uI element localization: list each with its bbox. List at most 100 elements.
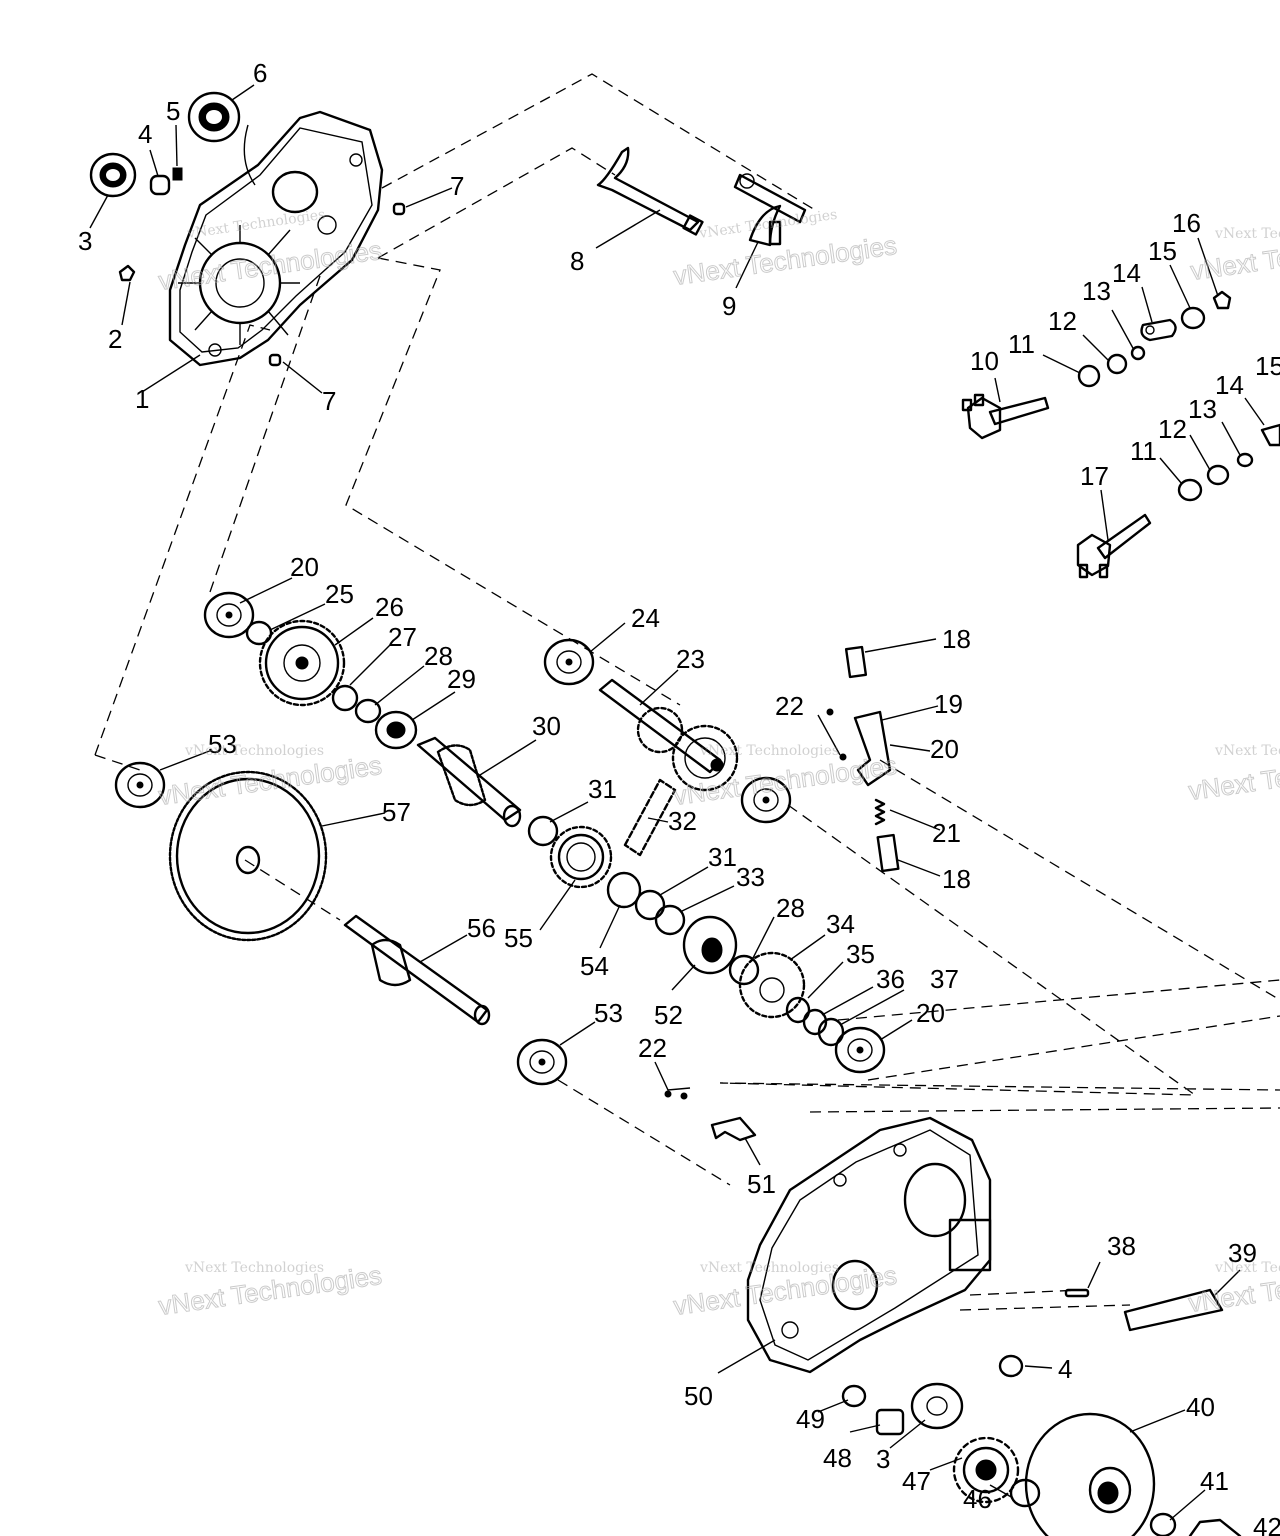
ring-37 [817, 1017, 845, 1047]
dowel-pins-7 [268, 202, 406, 367]
watermark-text: vNext Technologies [184, 1260, 324, 1276]
callout-28: 28 [776, 893, 805, 923]
washer-15 [1180, 306, 1206, 330]
bearing-20-upper [203, 591, 255, 639]
sprocket-47 [952, 1436, 1020, 1504]
detent-18-lower [876, 833, 900, 873]
ring-28-lower [728, 954, 760, 986]
bolt-2 [118, 264, 136, 282]
callout-57: 57 [382, 797, 411, 827]
shift-lever-17 [1076, 513, 1152, 579]
callout-20: 20 [930, 734, 959, 764]
screw-22-upper [826, 708, 847, 761]
cam-19 [853, 710, 892, 787]
callout-53: 53 [208, 729, 237, 759]
seal-49 [841, 1384, 867, 1408]
watermark-text: vNext Technologies [1214, 226, 1280, 242]
assembly-guide-lines [94, 73, 1280, 1311]
callout-5: 5 [166, 96, 180, 126]
plug-48 [875, 1408, 905, 1436]
callout-11: 11 [1130, 436, 1157, 466]
callout-12: 12 [1048, 306, 1077, 336]
shaft-30 [416, 736, 522, 828]
gear-55 [549, 825, 613, 889]
callout-22: 22 [775, 691, 804, 721]
callout-2: 2 [108, 324, 122, 354]
callout-13: 13 [1188, 394, 1217, 424]
callout-14: 14 [1112, 258, 1141, 288]
callout-18: 18 [942, 624, 971, 654]
main-case [746, 1116, 992, 1374]
bearing-20-lower [834, 1026, 886, 1074]
bearing-24 [543, 638, 595, 686]
pin-5 [172, 167, 183, 181]
callout-31: 31 [708, 842, 737, 872]
watermark-text: vNext Technologies [184, 743, 324, 759]
callout-7: 7 [450, 171, 464, 201]
callout-labels: 1 2 3 4 5 6 7 7 8 9 10 11 12 13 14 15 16… [78, 58, 1280, 1536]
callout-56: 56 [467, 913, 496, 943]
callout-28: 28 [424, 641, 453, 671]
hub-52 [682, 915, 738, 975]
callout-53: 53 [594, 998, 623, 1028]
shaft-56 [343, 914, 491, 1026]
watermark-text: vNext Technologies [185, 207, 326, 242]
callout-37: 37 [930, 964, 959, 994]
ring-27 [331, 684, 359, 712]
callout-50: 50 [684, 1381, 713, 1411]
oil-seal-3 [89, 152, 137, 198]
shift-shaft-8 [596, 146, 807, 236]
watermark-text: vNext Technologies [1214, 1260, 1280, 1276]
callout-18: 18 [942, 864, 971, 894]
gear-34 [738, 951, 806, 1019]
watermark-text: vNext Technologies [672, 750, 899, 811]
callout-39: 39 [1228, 1238, 1257, 1268]
shift-lever-10 [961, 393, 1050, 440]
callout-23: 23 [676, 644, 705, 674]
callout-35: 35 [846, 939, 875, 969]
callout-51: 51 [747, 1169, 776, 1199]
bearing-53-lower [516, 1038, 568, 1086]
watermark-text: vNext Technologies [157, 750, 384, 811]
detent-18-upper [844, 645, 868, 679]
callout-4: 4 [1058, 1354, 1072, 1384]
callout-32: 32 [668, 806, 697, 836]
shaft-39 [1123, 1288, 1224, 1332]
nut-16 [1212, 290, 1232, 310]
callout-1: 1 [135, 384, 149, 414]
callout-31: 31 [588, 774, 617, 804]
callout-46: 46 [963, 1484, 992, 1514]
callout-38: 38 [1107, 1231, 1136, 1261]
callout-55: 55 [504, 923, 533, 953]
callout-4: 4 [138, 119, 152, 149]
callout-49: 49 [796, 1404, 825, 1434]
sprocket-42 [1188, 1518, 1242, 1536]
callout-3: 3 [78, 226, 92, 256]
callout-47: 47 [902, 1466, 931, 1496]
callout-42: 42 [1253, 1512, 1280, 1536]
screw-22-lower [664, 1090, 688, 1100]
callout-16: 16 [1172, 208, 1201, 238]
bearing-right-mid [740, 776, 792, 824]
gear-57 [168, 770, 328, 942]
left-case-cover [168, 110, 384, 367]
callout-10: 10 [970, 346, 999, 376]
clip-41 [1149, 1512, 1177, 1536]
watermark-text: vNext Technologies [699, 1260, 839, 1276]
ring-31-lower [634, 889, 666, 921]
washers-lower [1177, 423, 1280, 502]
callout-41: 41 [1200, 1466, 1229, 1496]
callout-3: 3 [876, 1444, 890, 1474]
callout-48: 48 [823, 1443, 852, 1473]
callout-14: 14 [1215, 370, 1244, 400]
shift-fork-9 [748, 204, 782, 247]
bracket-51 [710, 1116, 757, 1142]
sheave-40 [1024, 1412, 1156, 1536]
callout-36: 36 [876, 964, 905, 994]
oil-seal-6 [187, 91, 241, 143]
watermark-text: vNext Technologies [157, 235, 384, 296]
callout-17: 17 [1080, 461, 1109, 491]
callout-33: 33 [736, 862, 765, 892]
ring-33 [654, 904, 686, 936]
